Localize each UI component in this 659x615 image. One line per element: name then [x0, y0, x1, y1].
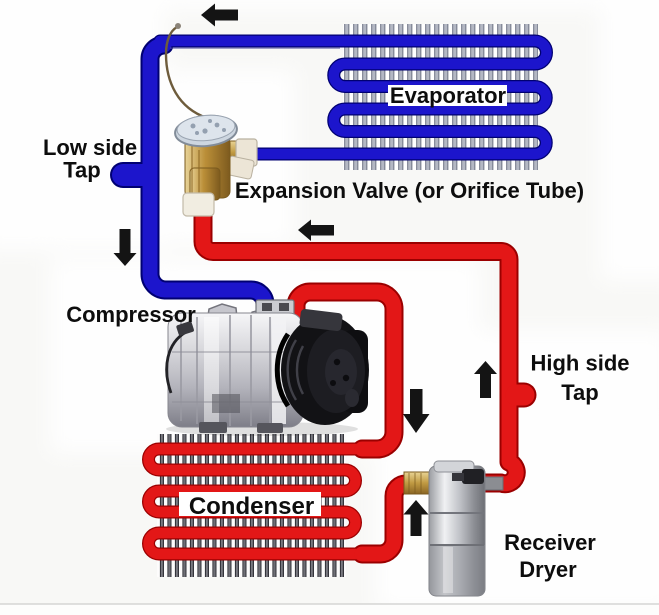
svg-text:Compressor: Compressor: [66, 302, 196, 327]
svg-text:High side: High side: [530, 351, 629, 376]
svg-text:Tap: Tap: [561, 380, 598, 405]
svg-text:Evaporator: Evaporator: [390, 83, 507, 108]
svg-text:Condenser: Condenser: [189, 493, 314, 520]
svg-text:Expansion Valve (or Orifice Tu: Expansion Valve (or Orifice Tube): [235, 178, 584, 203]
svg-text:Receiver: Receiver: [504, 530, 596, 555]
svg-text:Tap: Tap: [63, 158, 100, 183]
svg-text:Dryer: Dryer: [519, 557, 577, 582]
svg-text:Low side: Low side: [43, 135, 137, 160]
